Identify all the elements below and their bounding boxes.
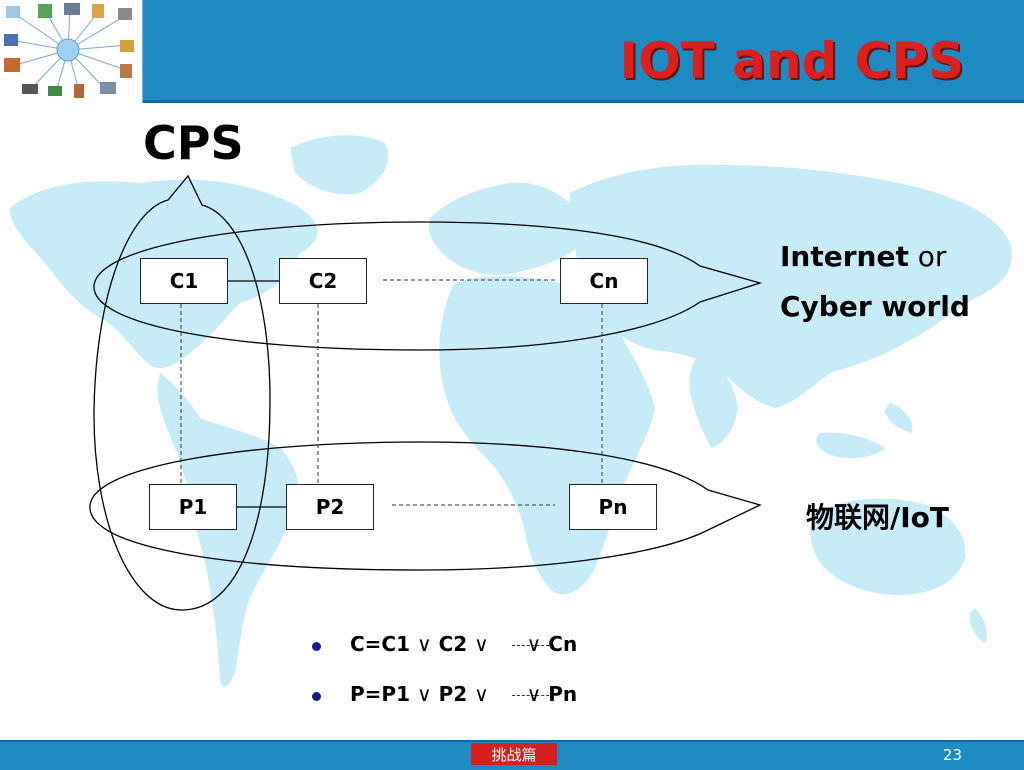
or-word: or [917, 240, 947, 273]
formula-term: C2 [438, 632, 468, 656]
physical-node-pn: Pn [569, 484, 657, 530]
page-number: 23 [942, 746, 962, 764]
section-label: 挑战篇 [471, 743, 557, 765]
cps-callout [93, 174, 271, 611]
laptop-icon [4, 34, 18, 46]
device-icon [92, 4, 104, 18]
iot-callout [89, 441, 762, 571]
internet-label: Internet or [780, 240, 946, 273]
physical-node-p2: P2 [286, 484, 374, 530]
computer-icon [100, 82, 116, 94]
formula-c: C=C1 ∨ C2 ∨ ∨ Cn [312, 632, 577, 668]
header-bar [0, 0, 1024, 103]
or-operator: ∨ [416, 682, 432, 706]
books-icon [48, 86, 62, 96]
formula-term: P2 [438, 682, 468, 706]
machine-icon [118, 8, 132, 20]
cyber-world-callout [93, 221, 763, 351]
iot-label: 物联网/IoT [806, 501, 949, 534]
formula-term: Cn [548, 632, 578, 656]
cps-label: CPS [143, 116, 244, 170]
or-operator: ∨ [526, 632, 542, 656]
ellipsis-dash [511, 645, 554, 646]
weather-icon [6, 6, 20, 18]
formula-list: C=C1 ∨ C2 ∨ ∨ Cn P=P1 ∨ P2 ∨ ∨ Pn [312, 632, 577, 732]
cyber-node-c2: C2 [279, 258, 367, 304]
or-operator: ∨ [526, 682, 542, 706]
car-icon [22, 84, 38, 94]
iot-devices-logo [0, 0, 143, 103]
house-icon [4, 58, 20, 72]
formula-term: C=C1 [350, 632, 411, 656]
or-operator: ∨ [417, 632, 432, 656]
person-icon [74, 84, 84, 98]
formula-p: P=P1 ∨ P2 ∨ ∨ Pn [312, 682, 577, 718]
physical-node-p1: P1 [149, 484, 237, 530]
phone-icon [64, 3, 80, 15]
bullet-icon [312, 642, 321, 651]
internet-word: Internet [780, 240, 909, 273]
cat-icon [120, 40, 134, 52]
bullet-icon [312, 692, 321, 701]
cyber-world-label: Cyber world [780, 290, 970, 323]
or-operator: ∨ [474, 682, 489, 706]
plant-icon [38, 4, 52, 18]
formula-term: P=P1 [350, 682, 410, 706]
page-title: IOT and CPS [619, 32, 964, 90]
cyber-node-c1: C1 [140, 258, 228, 304]
or-operator: ∨ [474, 632, 489, 656]
appliance-icon [120, 64, 132, 78]
cyber-node-cn: Cn [560, 258, 648, 304]
formula-term: Pn [548, 682, 578, 706]
ellipsis-dash [511, 695, 554, 696]
